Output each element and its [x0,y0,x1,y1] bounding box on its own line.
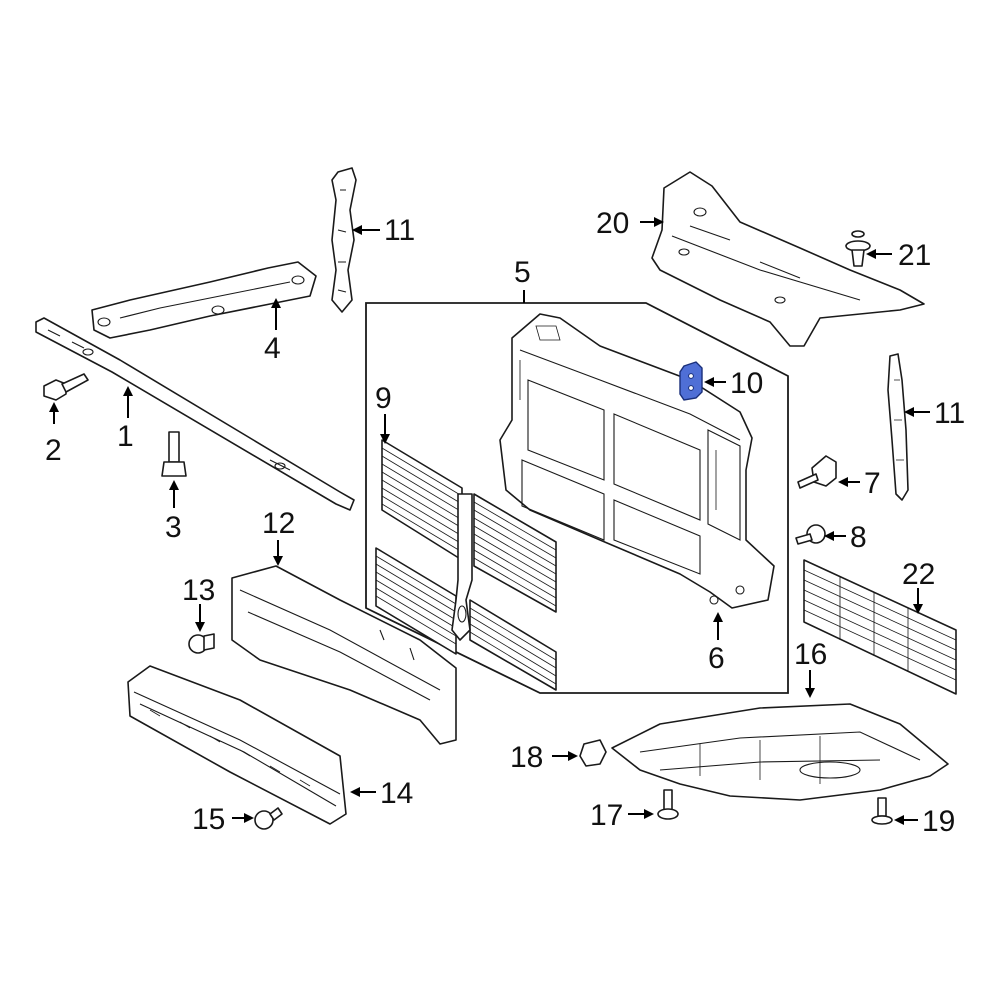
callout-18: 18 [510,741,543,774]
callout-9: 9 [375,382,392,415]
callout-2: 2 [45,434,62,467]
part-20-upper-cover [651,171,925,347]
callout-19: 19 [922,805,955,838]
part-22-grille-panel [803,559,957,695]
callout-8: 8 [850,521,867,554]
callout-11-right: 11 [934,397,965,430]
part-9-active-grille-shutter [375,439,557,691]
part-6-radiator-support [499,313,775,609]
callout-3: 3 [165,511,182,544]
part-7-push-clip [797,455,837,489]
part-11-upper-bracket [331,167,357,313]
part-12-air-deflector [231,565,457,745]
callout-22: 22 [902,558,935,591]
part-14-lower-deflector [127,665,347,825]
callout-15: 15 [192,803,225,836]
callout-17: 17 [590,799,623,832]
part-3-stud [161,431,187,477]
callout-7: 7 [864,467,881,500]
part-13-clip [188,633,215,654]
assembly-group-frame [365,302,789,694]
callout-6: 6 [708,642,725,675]
part-19-push-pin [871,797,893,825]
part-8-bolt [795,524,826,545]
callout-20: 20 [596,207,629,240]
callout-10: 10 [730,367,763,400]
callout-11-upper: 11 [384,214,415,247]
callout-12: 12 [262,507,295,540]
callout-4: 4 [264,332,281,365]
callout-5: 5 [514,256,531,289]
part-16-splash-shield [611,703,949,801]
part-17-bolt [657,789,679,820]
part-4-support-bracket [91,261,317,339]
callout-16: 16 [794,638,827,671]
callout-13: 13 [182,574,215,607]
part-11-side-bracket [887,353,909,501]
part-2-bolt [43,373,89,401]
part-21-push-pin [845,230,871,267]
part-15-bolt [254,807,283,830]
part-10-highlighted-bracket [679,361,703,401]
callout-14: 14 [380,777,413,810]
leader-lines [49,217,930,825]
callout-21: 21 [898,239,931,272]
part-1-upper-rail [35,317,355,511]
callout-1: 1 [117,420,134,453]
part-18-clip [579,739,607,767]
